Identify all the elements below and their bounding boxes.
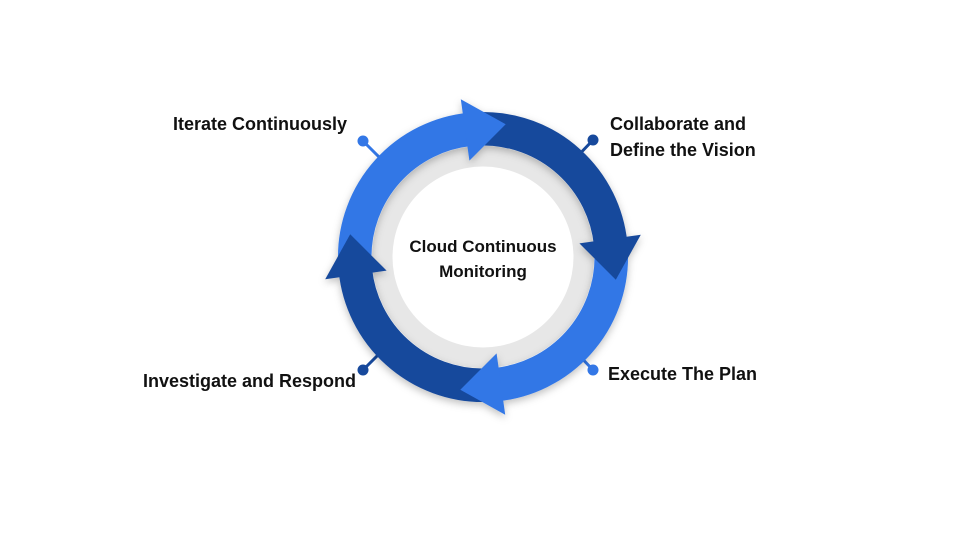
label-iterate-continuously: Iterate Continuously <box>172 114 347 134</box>
arrowhead-right <box>579 234 641 280</box>
inner-gray-ring <box>372 146 594 368</box>
connector-top-right-dot <box>587 134 599 146</box>
label-collaborate-line1: Collaborate and <box>610 114 747 134</box>
arc-bottom-left <box>338 268 484 403</box>
arc-top-right <box>482 111 628 246</box>
center-label-line1: Cloud Continuous <box>409 237 556 256</box>
arrowhead-bottom <box>460 353 506 415</box>
arc-bottom-right <box>494 256 629 402</box>
label-investigate-and-respond: Investigate and Respond <box>143 371 357 391</box>
cycle-ring <box>325 99 641 415</box>
label-execute-the-plan: Execute The Plan <box>608 364 758 384</box>
center-label-line2: Monitoring <box>439 262 527 281</box>
arrowhead-left <box>325 234 387 280</box>
connector-top-left-dot <box>357 135 369 147</box>
arc-top-left <box>337 112 472 258</box>
label-collaborate-line2: Define the Vision <box>610 140 756 160</box>
arrowhead-top <box>460 99 506 161</box>
label-collaborate-define-vision: Collaborate and Define the Vision <box>610 111 756 163</box>
connector-bottom-right-dot <box>587 364 599 376</box>
center-circle <box>392 166 574 348</box>
connector-bottom-left-dot <box>357 364 369 376</box>
